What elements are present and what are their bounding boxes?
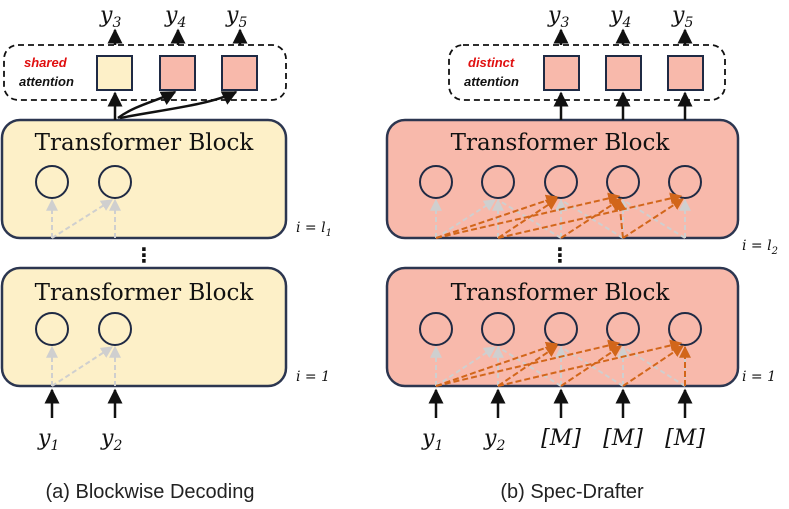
input-label: y1 <box>421 426 443 454</box>
token-node <box>35 165 69 199</box>
attention-keyword: shared <box>24 55 68 70</box>
input-label: [M] <box>665 426 705 451</box>
token-node <box>98 165 132 199</box>
attention-box <box>448 44 726 101</box>
token-node <box>98 312 132 346</box>
attention-arrow <box>51 199 114 239</box>
output-label: y4 <box>609 3 631 31</box>
token-node <box>419 165 453 199</box>
token-node <box>419 312 453 346</box>
output-square <box>159 55 196 91</box>
token-node <box>544 165 578 199</box>
transformer-block-bottom <box>0 266 288 388</box>
block-title: Transformer Block <box>451 130 671 156</box>
layer-label: i = l1 <box>296 220 332 239</box>
caption: (a) Blockwise Decoding <box>46 481 255 503</box>
token-node <box>481 165 515 199</box>
output-square <box>667 55 704 91</box>
ellipsis: ⋮ <box>134 243 154 267</box>
token-node <box>606 312 640 346</box>
layer-label: i = l2 <box>742 238 778 257</box>
token-node <box>481 312 515 346</box>
attention-label: attention <box>464 74 519 89</box>
layer-label: i = 1 <box>296 369 330 385</box>
layer-label: i = 1 <box>742 369 776 385</box>
output-label: y5 <box>225 3 247 31</box>
attention-arrow <box>51 346 114 387</box>
attention-label: attention <box>19 74 74 89</box>
input-label: y2 <box>100 426 122 454</box>
token-node <box>544 312 578 346</box>
caption: (b) Spec-Drafter <box>500 481 644 503</box>
output-square <box>221 55 258 91</box>
output-label: y3 <box>99 3 121 31</box>
attention-box <box>3 44 287 101</box>
token-node <box>668 312 702 346</box>
input-label: y2 <box>483 426 505 454</box>
input-label: [M] <box>541 426 581 451</box>
block-title: Transformer Block <box>35 280 255 306</box>
block-to-output-arrow <box>117 90 177 119</box>
token-node <box>35 312 69 346</box>
output-square <box>96 55 133 91</box>
input-label: [M] <box>603 426 643 451</box>
panel-a: y3 y4 y5 shared attention Transformer Bl… <box>0 3 332 503</box>
token-node <box>668 165 702 199</box>
panel-b: y3 y4 y5 distinct attention Transformer … <box>385 3 778 503</box>
output-label: y5 <box>671 3 693 31</box>
orange-attention-arrows <box>435 339 691 387</box>
ellipsis: ⋮ <box>550 243 570 267</box>
output-square <box>543 55 580 91</box>
block-to-output-arrow <box>119 90 238 120</box>
block-title: Transformer Block <box>451 280 671 306</box>
block-title: Transformer Block <box>35 130 255 156</box>
orange-attention-arrows <box>435 192 685 239</box>
output-label: y3 <box>547 3 569 31</box>
output-square <box>605 55 642 91</box>
output-label: y4 <box>164 3 186 31</box>
attention-keyword: distinct <box>468 55 515 70</box>
transformer-block-top <box>0 118 288 240</box>
input-label: y1 <box>37 426 59 454</box>
